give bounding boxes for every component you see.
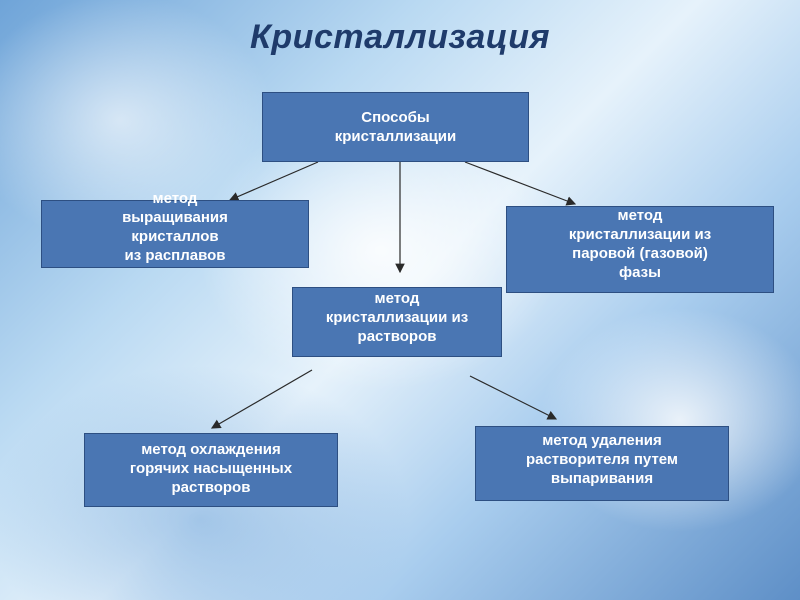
node-vapor-label: метод кристаллизации из паровой (газовой… (568, 206, 712, 281)
node-solution: метод кристаллизации из растворов (292, 287, 502, 357)
node-vapor-phase: метод кристаллизации из паровой (газовой… (506, 206, 774, 293)
node-cooling-label: метод охлаждения горячих насыщенных раст… (129, 440, 293, 496)
node-evaporation-label: метод удаления растворителя путем выпари… (525, 432, 679, 487)
node-root-label: Способы кристаллизации (334, 109, 457, 145)
node-evaporation: метод удаления растворителя путем выпари… (475, 426, 729, 501)
node-melt-label: метод выращивания кристаллов из расплаво… (122, 190, 228, 264)
node-cooling: метод охлаждения горячих насыщенных раст… (84, 433, 338, 507)
slide-title: Кристаллизация (250, 18, 550, 56)
node-melt-growth: метод выращивания кристаллов из расплаво… (41, 190, 309, 268)
node-solution-label: метод кристаллизации из растворов (325, 289, 469, 345)
node-crystallization-methods: Способы кристаллизации (262, 92, 529, 162)
